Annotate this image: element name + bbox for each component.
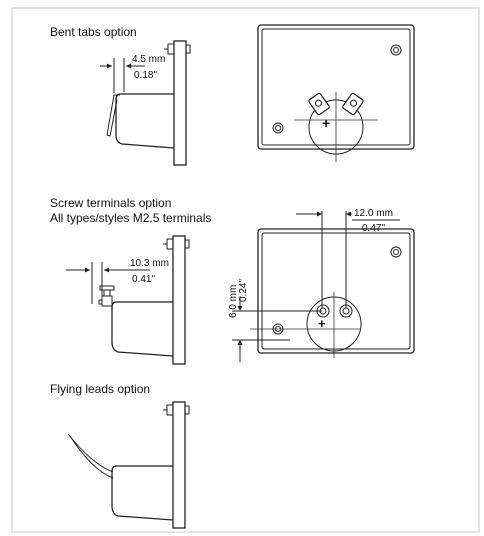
plus-terminal-mark-2: + (318, 316, 326, 331)
bent-tabs-title: Bent tabs option (50, 25, 137, 39)
screw-terminals-side-view: 10.3 mm 0.41" (66, 235, 190, 365)
screw-side-dim-in: 0.41" (132, 274, 155, 285)
bent-tabs-side-view: 4.5 mm 0.18" (100, 40, 191, 166)
screw-vert-dim-mm: 6.0 mm (228, 285, 239, 318)
flying-leads-side-view (67, 401, 190, 529)
flying-leads-title: Flying leads option (50, 382, 150, 396)
bent-dim-mm: 4.5 mm (132, 54, 165, 65)
screw-vert-dim-in: 0.24" (238, 279, 249, 302)
screw-terminals-rear-view: 12.0 mm 0.47" + 6.0 mm 0.24" (228, 208, 415, 362)
plus-terminal-mark: + (322, 115, 330, 131)
screw-terminals-subtitle: All types/styles M2.5 terminals (50, 211, 211, 225)
page-border (11, 7, 480, 533)
screw-top-dim-mm: 12.0 mm (354, 208, 393, 219)
screw-side-dim-mm: 10.3 mm (130, 258, 169, 269)
screw-terminals-title: Screw terminals option (50, 196, 171, 210)
bent-dim-in: 0.18" (134, 70, 157, 81)
bent-tabs-rear-view: + (257, 24, 415, 162)
